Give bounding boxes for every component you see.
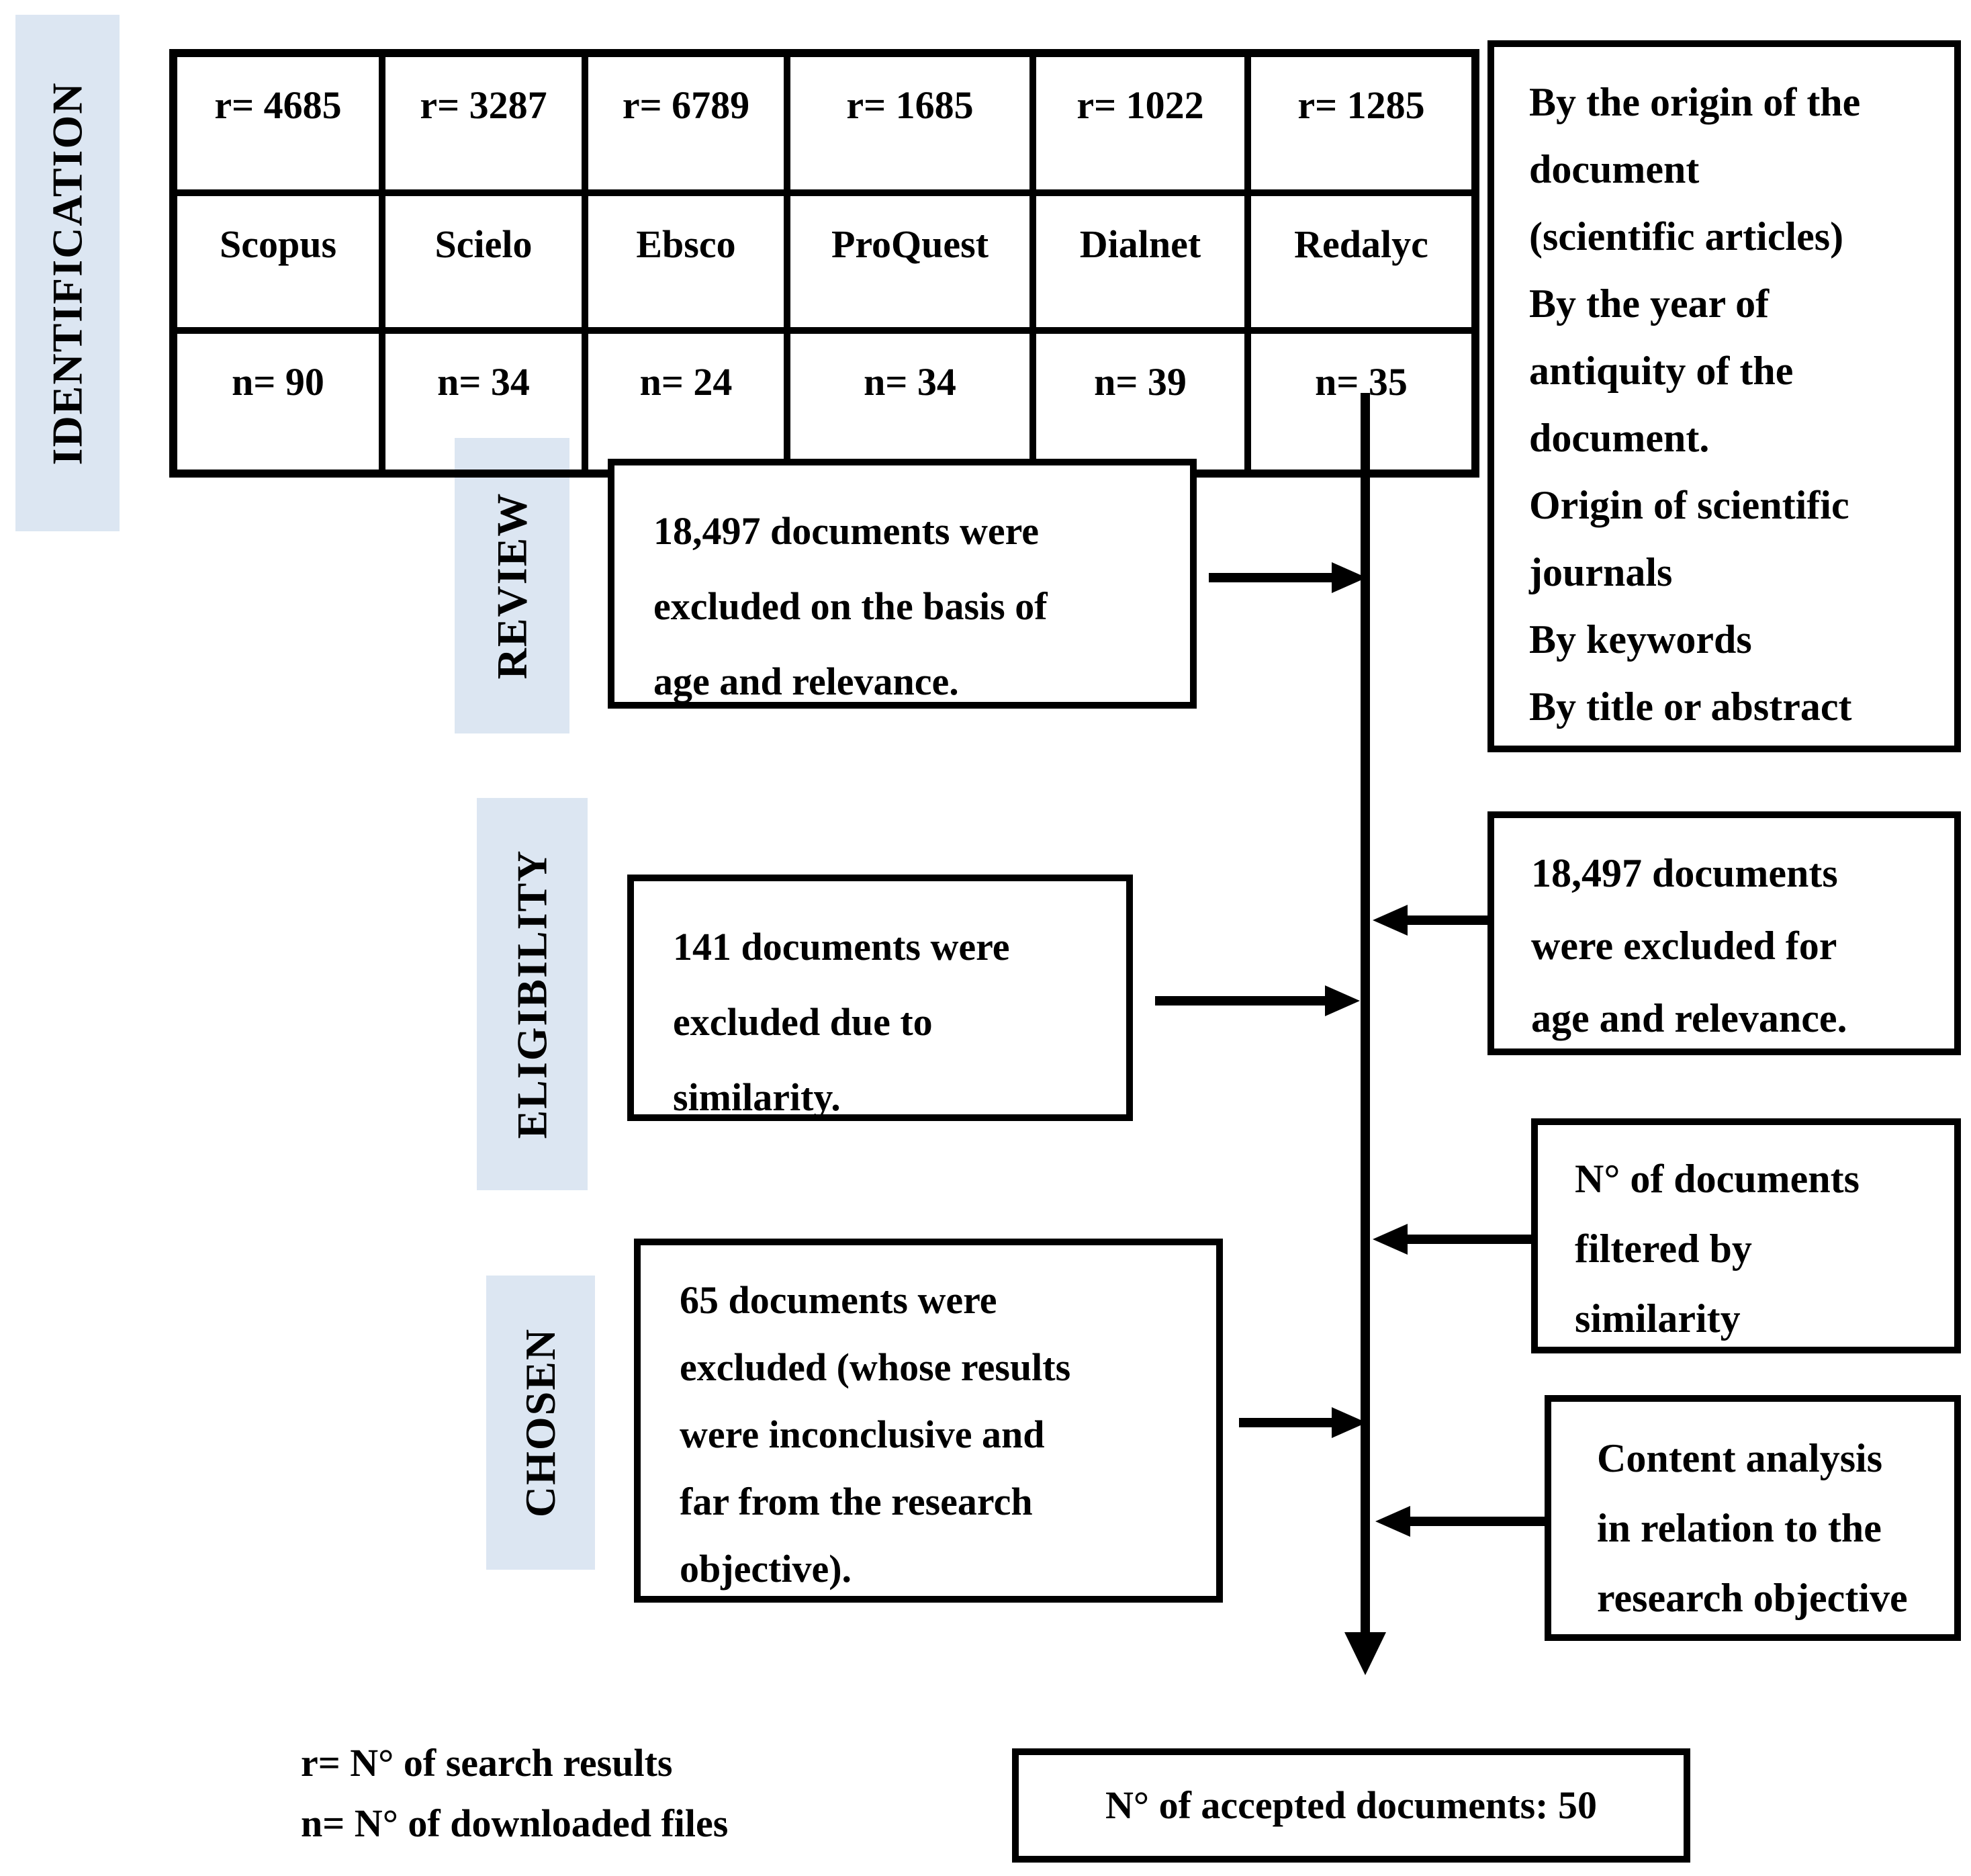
cell-results-dialnet: r= 1022 — [1029, 50, 1251, 196]
age-relevance-arrow-icon — [1373, 905, 1408, 936]
stage-label-review: REVIEW — [488, 492, 536, 680]
cell-source-scielo: Scielo — [379, 189, 588, 334]
criteria-box: By the origin of the document (scientifi… — [1487, 40, 1961, 752]
content-analysis-line: Content analysis — [1597, 1436, 1883, 1480]
main-flow-line — [1361, 393, 1370, 1636]
eligibility-exclusion-box: 141 documents were excluded due to simil… — [627, 875, 1133, 1121]
age-relevance-line: age and relevance. — [1531, 996, 1847, 1040]
accepted-documents-text: N° of accepted documents: 50 — [1105, 1783, 1597, 1827]
cell-source-redalyc: Redalyc — [1244, 189, 1479, 334]
similarity-line: N° of documents — [1575, 1157, 1860, 1201]
cell-results-redalyc: r= 1285 — [1244, 50, 1479, 196]
content-analysis-line: research objective — [1597, 1576, 1908, 1620]
criteria-line: By the year of — [1529, 281, 1770, 326]
similarity-filter-box: N° of documents filtered by similarity — [1531, 1118, 1961, 1353]
criteria-line: By title or abstract — [1529, 684, 1852, 729]
review-box-line: excluded on the basis of — [653, 584, 1048, 628]
criteria-line: antiquity of the — [1529, 349, 1794, 393]
cell-source-ebsco: Ebsco — [582, 189, 790, 334]
similarity-arrow-icon — [1373, 1224, 1408, 1255]
sources-table: r= 4685 r= 3287 r= 6789 r= 1685 r= 1022 … — [169, 49, 1479, 478]
cell-downloads-ebsco: n= 24 — [582, 327, 790, 477]
chosen-box-line: were inconclusive and — [680, 1413, 1045, 1456]
age-relevance-line: were excluded for — [1531, 924, 1837, 968]
age-relevance-box: 18,497 documents were excluded for age a… — [1487, 811, 1961, 1055]
eligibility-box-line: 141 documents were — [673, 925, 1010, 969]
criteria-line: By keywords — [1529, 617, 1752, 662]
cell-results-scopus: r= 4685 — [170, 50, 385, 196]
review-arrow-shaft — [1209, 573, 1335, 582]
cell-downloads-proquest: n= 34 — [784, 327, 1036, 477]
legend: r= N° of search results n= N° of downloa… — [301, 1733, 728, 1854]
stage-bar-chosen: CHOSEN — [486, 1276, 595, 1570]
cell-downloads-scopus: n= 90 — [170, 327, 385, 477]
criteria-line: (scientific articles) — [1529, 214, 1844, 259]
chosen-box-line: far from the research — [680, 1480, 1033, 1523]
cell-results-ebsco: r= 6789 — [582, 50, 790, 196]
criteria-line: By the origin of the — [1529, 80, 1861, 124]
cell-source-dialnet: Dialnet — [1029, 189, 1251, 334]
cell-source-proquest: ProQuest — [784, 189, 1036, 334]
accepted-documents-box: N° of accepted documents: 50 — [1012, 1748, 1690, 1863]
review-box-line: 18,497 documents were — [653, 509, 1040, 553]
eligibility-arrow-shaft — [1155, 996, 1328, 1006]
eligibility-arrow-icon — [1325, 985, 1360, 1016]
criteria-line: document — [1529, 147, 1700, 191]
cell-results-proquest: r= 1685 — [784, 50, 1036, 196]
table-row-downloads: n= 90 n= 34 n= 24 n= 34 n= 39 n= 35 — [170, 327, 1479, 477]
similarity-arrow-shaft — [1406, 1235, 1531, 1244]
similarity-line: similarity — [1575, 1296, 1741, 1341]
review-exclusion-box: 18,497 documents were excluded on the ba… — [608, 459, 1197, 709]
cell-source-scopus: Scopus — [170, 189, 385, 334]
stage-bar-review: REVIEW — [455, 438, 569, 733]
content-analysis-line: in relation to the — [1597, 1506, 1882, 1550]
content-analysis-box: Content analysis in relation to the rese… — [1545, 1395, 1961, 1641]
review-arrow-icon — [1332, 562, 1367, 593]
criteria-line: Origin of scientific — [1529, 483, 1849, 527]
chosen-arrow-shaft — [1239, 1418, 1335, 1427]
eligibility-box-line: similarity. — [673, 1075, 841, 1119]
eligibility-box-line: excluded due to — [673, 1000, 933, 1044]
stage-label-eligibility: ELIGIBILITY — [508, 849, 556, 1139]
chosen-box-line: objective). — [680, 1547, 852, 1591]
chosen-box-line: 65 documents were — [680, 1278, 997, 1322]
cell-downloads-scielo: n= 34 — [379, 327, 588, 477]
legend-line-n: n= N° of downloaded files — [301, 1801, 729, 1845]
content-analysis-arrow-shaft — [1409, 1517, 1545, 1526]
chosen-arrow-icon — [1332, 1407, 1367, 1438]
down-arrow-icon — [1344, 1632, 1386, 1675]
criteria-line: document. — [1529, 416, 1710, 460]
table-row-results: r= 4685 r= 3287 r= 6789 r= 1685 r= 1022 … — [170, 50, 1479, 196]
cell-downloads-dialnet: n= 39 — [1029, 327, 1251, 477]
review-box-line: age and relevance. — [653, 660, 959, 703]
chosen-exclusion-box: 65 documents were excluded (whose result… — [634, 1239, 1223, 1603]
chosen-box-line: excluded (whose results — [680, 1345, 1071, 1389]
legend-line-r: r= N° of search results — [301, 1741, 673, 1785]
table-row-sources: Scopus Scielo Ebsco ProQuest Dialnet Red… — [170, 189, 1479, 334]
content-analysis-arrow-icon — [1375, 1506, 1410, 1537]
stage-bar-eligibility: ELIGIBILITY — [477, 798, 588, 1190]
stage-label-identification: IDENTIFICATION — [43, 81, 91, 465]
cell-results-scielo: r= 3287 — [379, 50, 588, 196]
age-relevance-line: 18,497 documents — [1531, 851, 1838, 895]
age-relevance-arrow-shaft — [1406, 915, 1487, 925]
stage-label-chosen: CHOSEN — [516, 1327, 564, 1518]
criteria-line: journals — [1529, 550, 1673, 594]
similarity-line: filtered by — [1575, 1226, 1752, 1271]
stage-bar-identification: IDENTIFICATION — [15, 15, 120, 531]
